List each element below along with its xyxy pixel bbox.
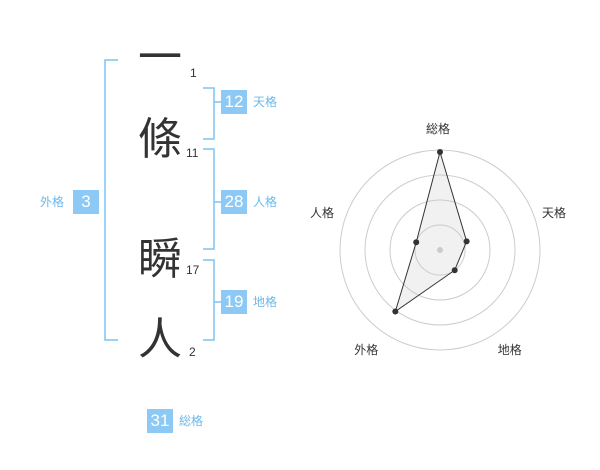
radar-ring [364, 174, 516, 326]
radar-axis-label-3: 外格 [354, 342, 379, 357]
radar-axis-label-4: 人格 [309, 206, 334, 221]
radar-ring [389, 199, 491, 301]
stroke-count-3: 17 [186, 263, 200, 277]
radar-point-0 [437, 149, 443, 155]
ten-value-box: 12 [221, 90, 247, 114]
chi-label: 地格 [253, 295, 278, 309]
name-char-2: 條 [138, 114, 182, 165]
sou-label: 総格 [179, 414, 204, 428]
gai-value-box: 3 [73, 190, 99, 214]
radar-center [437, 247, 443, 253]
radar-point-1 [463, 238, 470, 245]
jin-value-box: 28 [221, 190, 247, 214]
radar-ring [414, 224, 466, 276]
stroke-count-4: 2 [189, 345, 196, 359]
chi-value-box: 19 [221, 290, 247, 314]
radar-point-2 [451, 267, 458, 274]
radar-polygon [394, 150, 468, 313]
gai-label: 外格 [40, 195, 65, 209]
radar-point-3 [392, 308, 399, 315]
radar-axis-label-2: 地格 [497, 342, 522, 357]
jin-bracket [203, 148, 215, 250]
stroke-count-2: 11 [186, 146, 199, 160]
name-char-3: 瞬 [138, 234, 182, 285]
radar-axis-label-1: 天格 [542, 206, 567, 221]
jin-label: 人格 [253, 195, 278, 209]
stroke-count-1: 1 [190, 66, 197, 80]
outer-bracket [104, 59, 118, 341]
chi-bracket [203, 259, 215, 341]
name-char-1: 一 [138, 32, 182, 83]
radar-point-4 [413, 239, 420, 246]
sou-value-box: 31 [147, 409, 173, 433]
radar-axis-label-0: 総格 [426, 122, 451, 136]
ten-label: 天格 [253, 95, 278, 109]
ten-bracket [203, 87, 215, 140]
name-char-4: 人 [138, 314, 182, 365]
